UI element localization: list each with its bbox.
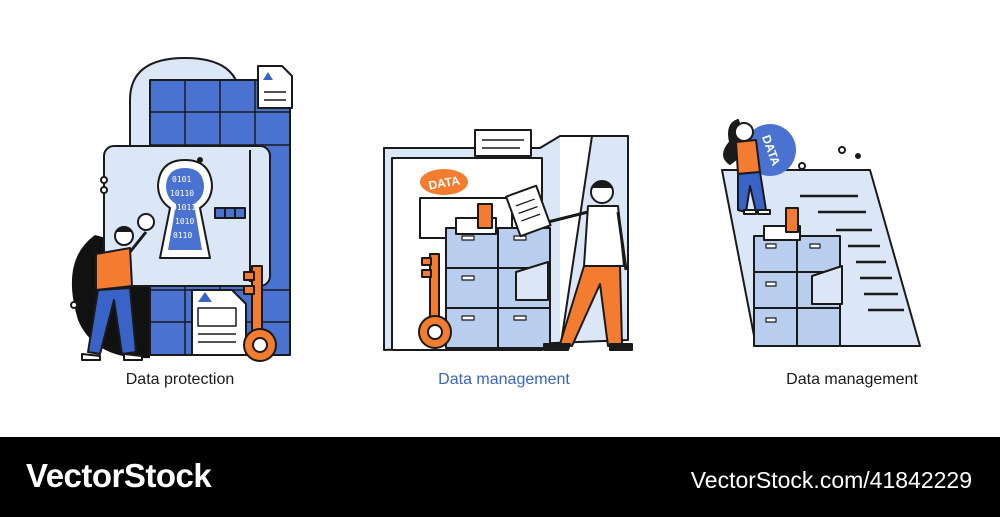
data-management-illustration-1: [383, 129, 633, 351]
data-management-illustration-2: [721, 119, 921, 347]
person-with-magnifier: [81, 213, 155, 361]
stock-id-text: VectorStock.com/41842229: [690, 467, 972, 493]
data-badge: [420, 169, 468, 195]
binary-text-2: 01011: [172, 203, 196, 212]
binary-text-0: 0101: [172, 175, 191, 184]
illustration-canvas: 0101 10110 01011 1010 0110: [70, 57, 921, 362]
woman-with-data-badge: [723, 119, 796, 215]
caption-data-management: Data management: [786, 371, 918, 388]
binary-text-4: 0110: [173, 231, 192, 240]
binary-text-1: 10110: [170, 189, 194, 198]
caption-data-protection: Data protection: [125, 371, 235, 388]
watermark-footer: VectorStock VectorStock.com/41842229: [0, 437, 1000, 517]
data-badge-label: DATA: [427, 173, 461, 192]
held-document-icon: [505, 184, 552, 238]
data-protection-illustration: [70, 57, 293, 362]
caption-data-management-highlighted[interactable]: Data management: [438, 371, 570, 388]
document-icon: [257, 65, 293, 109]
person-holding-document: [543, 180, 633, 351]
brand-logo-text: VectorStock: [26, 457, 212, 494]
binary-text-3: 1010: [175, 217, 194, 226]
